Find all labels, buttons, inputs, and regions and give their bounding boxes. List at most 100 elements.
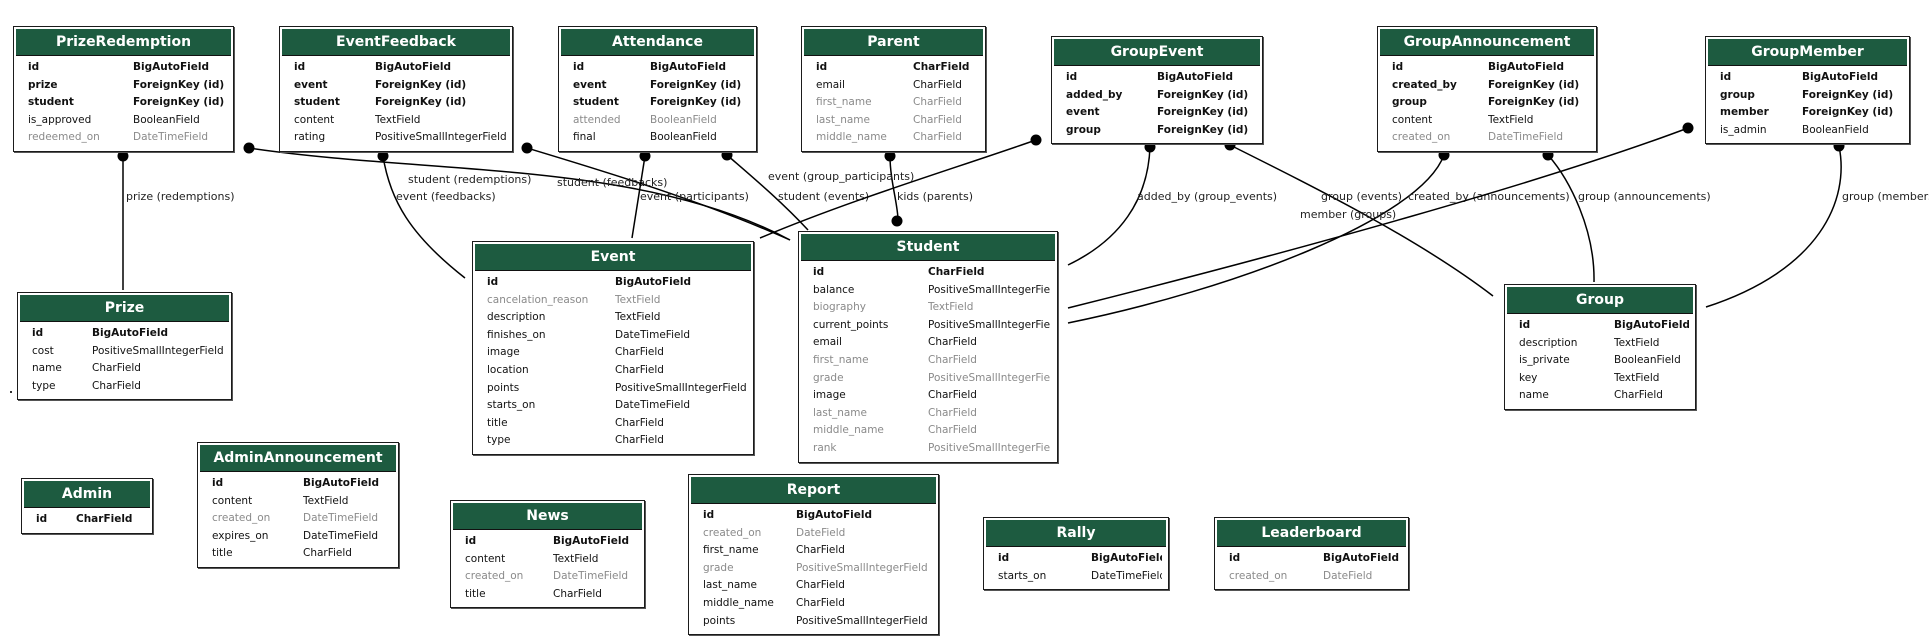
model-title: GroupMember: [1708, 39, 1907, 66]
field-name: name: [32, 362, 62, 375]
field-name: created_on: [1392, 131, 1451, 144]
field-type: CharField: [928, 353, 977, 366]
field-name: key: [1519, 371, 1538, 384]
field-type: PositiveSmallIntegerField: [928, 318, 1051, 331]
field-name: created_on: [1229, 569, 1288, 582]
relation-line: [889, 155, 899, 221]
field-name: cost: [32, 344, 54, 357]
model-title: EventFeedback: [282, 29, 510, 56]
field-type: DateTimeField: [1091, 569, 1162, 582]
field-name: email: [816, 78, 845, 91]
field-name: id: [487, 276, 499, 288]
field-name: id: [573, 61, 585, 73]
field-name: type: [487, 434, 511, 447]
field-name: description: [487, 311, 546, 324]
field-type: BigAutoField: [1091, 552, 1162, 564]
relation-endpoint-dot: [1542, 149, 1554, 161]
field-type: DateTimeField: [303, 529, 379, 542]
field-type: BigAutoField: [1614, 319, 1689, 331]
field-type: PositiveSmallIntegerField: [796, 561, 928, 574]
field-name: first_name: [813, 353, 869, 366]
field-type: CharField: [553, 587, 602, 600]
relation-label: group (announcements): [1578, 190, 1711, 203]
field-name: image: [487, 346, 520, 359]
field-name: group: [1392, 96, 1427, 109]
field-type: CharField: [913, 96, 962, 109]
field-type: BooleanField: [650, 131, 717, 144]
field-type: ForeignKey (id): [1157, 123, 1249, 136]
field-type: TextField: [1614, 371, 1660, 384]
relation-event-group-participants-: event (group_participants): [759, 134, 1042, 239]
field-type: DateTimeField: [133, 131, 209, 144]
field-name: points: [487, 381, 520, 394]
relation-label: member (groups): [1300, 208, 1396, 221]
field-name: id: [212, 477, 224, 489]
field-name: group: [1720, 88, 1755, 101]
field-type: ForeignKey (id): [650, 78, 742, 91]
field-type: ForeignKey (id): [1157, 88, 1249, 101]
field-type: CharField: [796, 596, 845, 609]
relation-line: [631, 155, 646, 239]
field-name: attended: [573, 113, 621, 126]
field-name: event: [294, 78, 328, 91]
field-name: title: [465, 587, 486, 600]
field-type: BigAutoField: [796, 509, 872, 521]
field-name: name: [1519, 389, 1549, 402]
field-name: id: [294, 61, 306, 73]
field-type: ForeignKey (id): [133, 78, 225, 91]
relation-label: created_by (announcements): [1408, 190, 1570, 203]
field-type: ForeignKey (id): [650, 96, 742, 109]
field-type: DateField: [796, 526, 846, 539]
relation-group-announcements-: group (announcements): [1542, 149, 1711, 283]
field-name: member: [1720, 106, 1769, 119]
field-name: final: [573, 131, 596, 144]
field-name: created_on: [212, 512, 271, 525]
field-name: finishes_on: [487, 328, 546, 341]
relation-endpoint-dot: [884, 150, 896, 162]
field-name: last_name: [703, 579, 757, 592]
relation-endpoint-dot: [1438, 149, 1450, 161]
field-type: DateTimeField: [1488, 131, 1564, 144]
field-name: description: [1519, 336, 1578, 349]
relation-line: [1067, 127, 1689, 309]
field-type: CharField: [303, 547, 352, 560]
relation-created-by-announcements-: created_by (announcements): [1067, 149, 1570, 324]
field-type: BooleanField: [650, 113, 717, 126]
model-title: Rally: [986, 520, 1166, 547]
field-type: BigAutoField: [1802, 71, 1878, 83]
field-type: CharField: [928, 266, 985, 278]
field-type: TextField: [615, 311, 661, 324]
field-name: rating: [294, 131, 326, 144]
field-name: id: [703, 509, 715, 521]
model-title: AdminAnnouncement: [200, 445, 396, 472]
relation-label: prize (redemptions): [126, 190, 234, 203]
field-type: PositiveSmallIntegerField: [615, 381, 747, 394]
field-name: biography: [813, 301, 866, 314]
